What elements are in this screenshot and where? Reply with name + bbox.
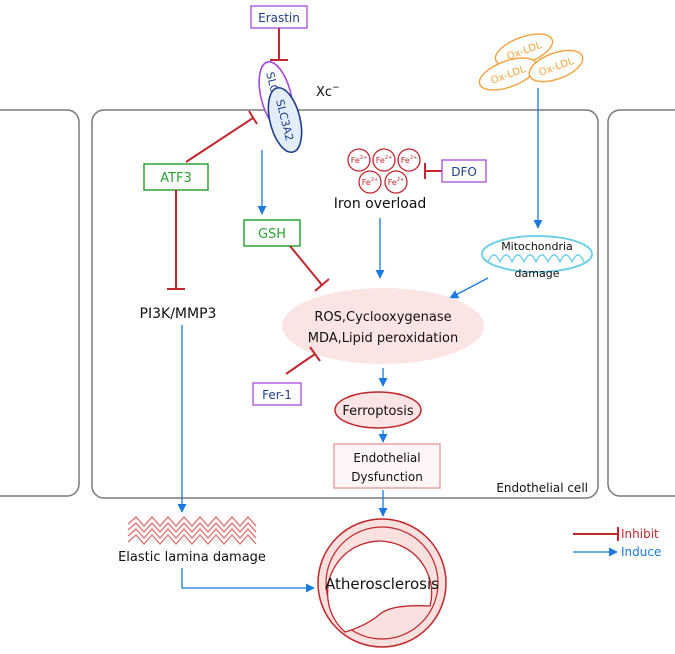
gsh-label: GSH: [258, 227, 286, 242]
dfo-box: [441, 159, 487, 183]
fer1-label: Fer-1: [262, 388, 292, 402]
legend-induce-label: Induce: [621, 545, 661, 559]
iron-ion-label: Fe2+: [351, 155, 367, 165]
slc3a2-oval: SLC3A2: [267, 86, 303, 154]
vessel-ring: [325, 526, 439, 640]
iron-ion-circle: [372, 148, 396, 172]
left-neighbor-cell: [0, 109, 80, 497]
fer1-inhibit-line: [285, 353, 316, 375]
gsh-box: [243, 219, 301, 247]
iron-ion-label: Fe2+: [401, 155, 417, 165]
xc-label: Xc−: [316, 83, 340, 100]
legend-inhibit-label: Inhibit: [621, 527, 659, 541]
iron-ion-circle: [397, 148, 421, 172]
right-neighbor-cell: [607, 109, 675, 497]
iron-overload-label: Iron overload: [334, 196, 427, 212]
ferroptosis-label: Ferroptosis: [342, 404, 414, 419]
fer1-inhibit-bar: [309, 346, 321, 362]
mitochondria-icon: [481, 235, 593, 273]
fer1-box: [252, 382, 302, 406]
mitochondria-line2: damage: [515, 267, 560, 280]
xc-superscript: −: [332, 83, 340, 93]
iron-ion-circle: [358, 170, 382, 194]
elastic-lamina-label: Elastic lamina damage: [118, 550, 266, 565]
iron-ion-label: Fe2+: [388, 177, 404, 187]
ros-line2: MDA,Lipid peroxidation: [308, 331, 458, 346]
endothelial-dysfunction-box: [333, 443, 441, 489]
endothelial-cell-outline: [91, 109, 599, 499]
dfo-label: DFO: [451, 165, 477, 179]
ox-ldl-3: Ox-LDL: [528, 49, 584, 83]
endothelial-dysfunction-line1: Endothelial: [353, 451, 420, 465]
atf3-label: ATF3: [160, 171, 192, 186]
mito-to-ros-arrow: [449, 277, 489, 299]
mitochondria-line1: Mitochondria: [501, 240, 573, 253]
iron-cluster: Fe2+ Fe2+ Fe2+ Fe2+ Fe2+: [347, 148, 421, 194]
atherosclerosis-label: Atherosclerosis: [325, 575, 439, 593]
erastin-label: Erastin: [258, 11, 300, 25]
ros-line1: ROS,Cyclooxygenase: [314, 310, 451, 325]
gsh-inhibit-ros-line: [289, 245, 323, 286]
ox-ldl-2: Ox-LDL: [478, 57, 538, 91]
iron-ion-circle: [347, 148, 371, 172]
pi3k-mmp3-label: PI3K/MMP3: [140, 306, 217, 322]
ox-ldl-1: Ox-LDL: [494, 33, 554, 67]
iron-ion-circle: [384, 170, 408, 194]
plaque-lumen: [326, 540, 433, 633]
endothelial-dysfunction-line2: Dysfunction: [351, 470, 423, 484]
endothelial-cell-label: Endothelial cell: [496, 481, 588, 495]
gsh-inhibit-ros-bar: [314, 278, 330, 292]
atf3-inhibit-slc7a11-bar: [248, 110, 258, 125]
elastic-to-athero-arrow: [181, 568, 315, 593]
atf3-inhibit-slc7a11-line: [185, 117, 254, 163]
iron-ion-label: Fe2+: [362, 177, 378, 187]
ros-oval: [282, 288, 484, 364]
elastic-lamina-icon: [127, 516, 257, 545]
ferroptosis-oval: [334, 391, 422, 429]
iron-ion-label: Fe2+: [376, 155, 392, 165]
legend: Inhibit Induce: [573, 527, 661, 559]
